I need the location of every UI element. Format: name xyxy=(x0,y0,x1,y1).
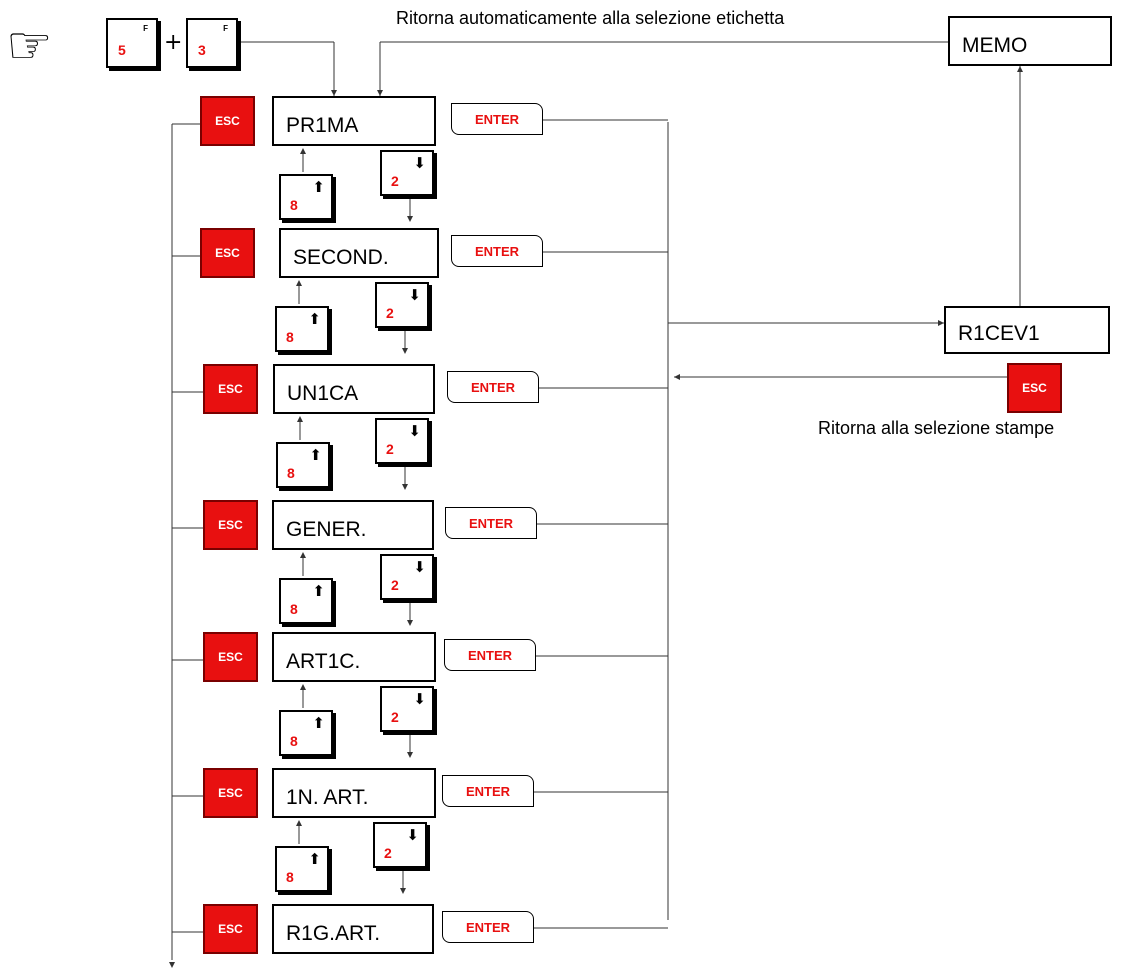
menu-display: 1N. ART. xyxy=(272,768,436,818)
arrow-up-icon: ⬆ xyxy=(312,178,325,196)
arrowhead-icon xyxy=(296,280,302,286)
enter-button[interactable]: ENTER xyxy=(451,103,543,135)
esc-button[interactable]: ESC xyxy=(203,768,258,818)
enter-button[interactable]: ENTER xyxy=(445,507,537,539)
down-key-number: 2 xyxy=(386,305,394,321)
down-key-number: 2 xyxy=(391,709,399,725)
up-key-8[interactable]: ⬆8 xyxy=(275,846,329,892)
down-key-2[interactable]: ⬇2 xyxy=(380,554,434,600)
arrowhead-icon xyxy=(400,888,406,894)
up-key-8[interactable]: ⬆8 xyxy=(276,442,330,488)
up-key-number: 8 xyxy=(290,733,298,749)
arrowhead-icon xyxy=(297,416,303,422)
arrow-up-icon: ⬆ xyxy=(312,582,325,600)
up-key-number: 8 xyxy=(286,869,294,885)
down-key-number: 2 xyxy=(386,441,394,457)
arrow-up-icon: ⬆ xyxy=(308,850,321,868)
memo-display: MEMO xyxy=(948,16,1112,66)
esc-button[interactable]: ESC xyxy=(203,904,258,954)
arrowhead-icon xyxy=(331,90,337,96)
ricevi-display: R1CEV1 xyxy=(944,306,1110,354)
enter-button[interactable]: ENTER xyxy=(447,371,539,403)
right-esc-button[interactable]: ESC xyxy=(1007,363,1062,413)
arrow-up-icon: ⬆ xyxy=(308,310,321,328)
enter-button[interactable]: ENTER xyxy=(451,235,543,267)
arrowhead-icon xyxy=(296,820,302,826)
key-3f-number: 3 xyxy=(198,42,206,58)
menu-display: ART1C. xyxy=(272,632,436,682)
arrow-down-icon: ⬇ xyxy=(408,286,421,304)
arrowhead-icon xyxy=(938,320,944,326)
arrowhead-icon xyxy=(407,752,413,758)
arrow-down-icon: ⬇ xyxy=(406,826,419,844)
down-key-number: 2 xyxy=(384,845,392,861)
esc-button[interactable]: ESC xyxy=(203,500,258,550)
key-5f[interactable]: F 5 xyxy=(106,18,158,68)
up-key-number: 8 xyxy=(286,329,294,345)
pointing-hand-icon: ☞ xyxy=(6,16,53,76)
up-key-8[interactable]: ⬆8 xyxy=(279,578,333,624)
enter-button[interactable]: ENTER xyxy=(442,775,534,807)
plus-sign: + xyxy=(164,30,183,55)
down-key-2[interactable]: ⬇2 xyxy=(375,282,429,328)
up-key-number: 8 xyxy=(287,465,295,481)
print-return-caption: Ritorna alla selezione stampe xyxy=(818,418,1055,438)
arrowhead-icon xyxy=(402,348,408,354)
arrowhead-icon xyxy=(300,684,306,690)
down-key-2[interactable]: ⬇2 xyxy=(373,822,427,868)
arrowhead-icon xyxy=(407,620,413,626)
esc-button[interactable]: ESC xyxy=(203,364,258,414)
arrow-down-icon: ⬇ xyxy=(413,690,426,708)
key-3f[interactable]: F 3 xyxy=(186,18,238,68)
down-key-number: 2 xyxy=(391,173,399,189)
up-key-8[interactable]: ⬆8 xyxy=(279,174,333,220)
esc-button[interactable]: ESC xyxy=(200,228,255,278)
menu-display: GENER. xyxy=(272,500,434,550)
menu-display: UN1CA xyxy=(273,364,435,414)
down-key-2[interactable]: ⬇2 xyxy=(375,418,429,464)
arrowhead-icon xyxy=(377,90,383,96)
arrowhead-icon xyxy=(169,962,175,968)
arrow-up-icon: ⬆ xyxy=(312,714,325,732)
up-key-number: 8 xyxy=(290,601,298,617)
up-key-8[interactable]: ⬆8 xyxy=(279,710,333,756)
menu-display: R1G.ART. xyxy=(272,904,434,954)
auto-return-caption: Ritorna automaticamente alla selezione e… xyxy=(396,8,785,28)
menu-display: SECOND. xyxy=(279,228,439,278)
key-5f-superscript: F xyxy=(143,24,148,33)
esc-button[interactable]: ESC xyxy=(203,632,258,682)
down-key-number: 2 xyxy=(391,577,399,593)
arrowhead-icon xyxy=(407,216,413,222)
esc-button[interactable]: ESC xyxy=(200,96,255,146)
arrow-up-icon: ⬆ xyxy=(309,446,322,464)
arrow-down-icon: ⬇ xyxy=(413,154,426,172)
arrowhead-icon xyxy=(1017,66,1023,72)
arrowhead-icon xyxy=(402,484,408,490)
key-3f-superscript: F xyxy=(223,24,228,33)
down-key-2[interactable]: ⬇2 xyxy=(380,150,434,196)
arrowhead-icon xyxy=(300,552,306,558)
menu-display: PR1MA xyxy=(272,96,436,146)
up-key-number: 8 xyxy=(290,197,298,213)
up-key-8[interactable]: ⬆8 xyxy=(275,306,329,352)
down-key-2[interactable]: ⬇2 xyxy=(380,686,434,732)
key-5f-number: 5 xyxy=(118,42,126,58)
arrow-down-icon: ⬇ xyxy=(413,558,426,576)
enter-button[interactable]: ENTER xyxy=(442,911,534,943)
enter-button[interactable]: ENTER xyxy=(444,639,536,671)
arrow-down-icon: ⬇ xyxy=(408,422,421,440)
arrowhead-icon xyxy=(674,374,680,380)
arrowhead-icon xyxy=(300,148,306,154)
